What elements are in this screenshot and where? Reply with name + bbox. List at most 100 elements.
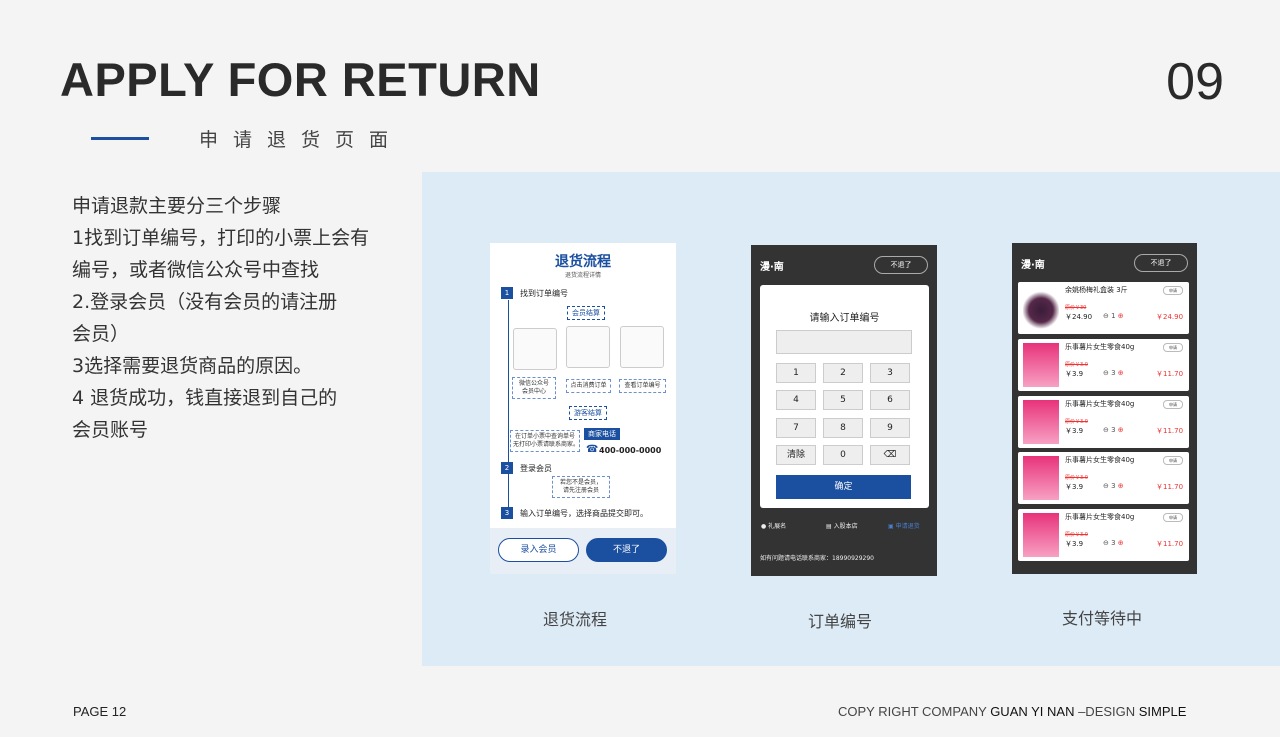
login-member-button[interactable]: 录入会员 — [498, 538, 579, 562]
item-name: 乐事薯片女生零食40g — [1065, 456, 1135, 464]
mini-caption: 微信公众号 会员中心 — [512, 377, 556, 399]
description-line: 1找到订单编号，打印的小票上会有 — [72, 227, 370, 249]
description-line: 4 退货成功，钱直接退到自己的 — [72, 387, 338, 409]
product-image — [1023, 286, 1059, 330]
nav-return[interactable]: ▣ 申请退货 — [888, 521, 920, 530]
list-item: 乐事薯片女生零食40g 原价￥3.0 ￥3.9 ⊖ 3 ⊕ ￥11.70 申请 — [1018, 509, 1189, 561]
key-8[interactable]: 8 — [823, 418, 863, 438]
quantity-stepper[interactable]: ⊖ 3 ⊕ — [1103, 482, 1124, 490]
contact-text: 如有问题请电话联系商家：18990929290 — [760, 555, 874, 562]
footer-copyright: COPY RIGHT COMPANY GUAN YI NAN –DESIGN S… — [838, 704, 1186, 719]
key-2[interactable]: 2 — [823, 363, 863, 383]
key-6[interactable]: 6 — [870, 390, 910, 410]
quantity-stepper[interactable]: ⊖ 3 ⊕ — [1103, 369, 1124, 377]
item-price: ￥3.9 — [1065, 540, 1084, 548]
item-total: ￥11.70 — [1156, 370, 1184, 378]
caption-payment: 支付等待中 — [1062, 609, 1143, 628]
caption-order: 订单编号 — [808, 612, 873, 631]
not-return-button[interactable]: 不退了 — [874, 256, 928, 274]
key-1[interactable]: 1 — [776, 363, 816, 383]
key-7[interactable]: 7 — [776, 418, 816, 438]
flow-title: 退货流程 — [555, 254, 611, 270]
order-prompt: 请输入订单编号 — [809, 313, 880, 324]
item-qty: 3 — [1111, 369, 1116, 377]
item-name: 余姚杨梅礼盒装 3斤 — [1065, 286, 1128, 294]
flow-line — [508, 300, 509, 510]
nav-gift[interactable]: ● 礼展名 — [761, 521, 786, 530]
item-price: ￥3.9 — [1065, 427, 1084, 435]
design-word: SIMPLE — [1138, 704, 1187, 719]
description-line: 会员账号 — [72, 419, 149, 441]
mini-caption: 查看订单编号 — [619, 379, 666, 393]
item-orig-price: 原价￥3.0 — [1065, 419, 1088, 425]
item-name: 乐事薯片女生零食40g — [1065, 400, 1135, 408]
not-return-button[interactable]: 不退了 — [1134, 254, 1188, 272]
quantity-stepper[interactable]: ⊖ 3 ⊕ — [1103, 426, 1124, 434]
key-3[interactable]: 3 — [870, 363, 910, 383]
product-image — [1023, 513, 1059, 557]
quantity-stepper[interactable]: ⊖ 3 ⊕ — [1103, 539, 1124, 547]
key-5[interactable]: 5 — [823, 390, 863, 410]
item-total: ￥11.70 — [1156, 540, 1184, 548]
item-qty: 3 — [1111, 426, 1116, 434]
list-item: 乐事薯片女生零食40g 原价￥3.0 ￥3.9 ⊖ 3 ⊕ ￥11.70 申请 — [1018, 452, 1189, 504]
item-price: ￥3.9 — [1065, 370, 1084, 378]
item-qty: 3 — [1111, 482, 1116, 490]
apply-button[interactable]: 申请 — [1163, 400, 1183, 409]
item-qty: 1 — [1111, 312, 1116, 320]
nav-join[interactable]: ▤ 入股本店 — [826, 521, 858, 530]
list-item: 余姚杨梅礼盒装 3斤 原价￥30 ￥24.90 ⊖ 1 ⊕ ￥24.90 申请 — [1018, 282, 1189, 334]
key-clear[interactable]: 清除 — [776, 445, 816, 465]
caption-flow: 退货流程 — [543, 610, 608, 629]
apply-button[interactable]: 申请 — [1163, 456, 1183, 465]
item-total: ￥11.70 — [1156, 427, 1184, 435]
cancel-return-button[interactable]: 不退了 — [586, 538, 667, 562]
brand-logo: 漫·南 — [1021, 260, 1045, 271]
guest-note: 在订单小票中查询单号 无打印小票请联系商家。 — [510, 430, 580, 452]
nav-label: 入股本店 — [833, 523, 858, 530]
description-line: 编号，或者微信公众号中查找 — [72, 259, 320, 281]
confirm-button[interactable]: 确定 — [776, 475, 911, 499]
step2-label: 登录会员 — [520, 464, 552, 473]
member-checkout-tag: 会员结算 — [567, 306, 605, 320]
merchant-phone-label: 商家电话 — [584, 428, 620, 440]
item-total: ￥24.90 — [1156, 313, 1184, 321]
order-number-input[interactable] — [776, 330, 912, 354]
apply-button[interactable]: 申请 — [1163, 513, 1183, 522]
chart-icon: ▤ — [826, 523, 832, 530]
key-4[interactable]: 4 — [776, 390, 816, 410]
quantity-stepper[interactable]: ⊖ 1 ⊕ — [1103, 312, 1124, 320]
register-note: 若您不是会员， 请先注册会员 — [552, 476, 610, 498]
step-number: 2 — [501, 462, 513, 474]
description-line: 2.登录会员（没有会员的请注册 — [72, 291, 338, 313]
apply-button[interactable]: 申请 — [1163, 343, 1183, 352]
list-item: 乐事薯片女生零食40g 原价￥3.0 ￥3.9 ⊖ 3 ⊕ ￥11.70 申请 — [1018, 396, 1189, 448]
apply-button[interactable]: 申请 — [1163, 286, 1183, 295]
key-0[interactable]: 0 — [823, 445, 863, 465]
page-subtitle: 申请退货页面 — [199, 129, 404, 151]
copy-mid: –DESIGN — [1074, 704, 1139, 719]
mini-caption: 点击消费订单 — [566, 379, 611, 393]
gift-box-icon: ▣ — [888, 523, 894, 530]
copy-prefix: COPY RIGHT COMPANY — [838, 704, 991, 719]
key-9[interactable]: 9 — [870, 418, 910, 438]
backspace-key[interactable]: ⌫ — [870, 445, 910, 465]
item-orig-price: 原价￥3.0 — [1065, 532, 1088, 538]
section-number: 09 — [1166, 53, 1224, 111]
description-line: 申请退款主要分三个步骤 — [72, 195, 282, 217]
company-name: GUAN YI NAN — [990, 704, 1075, 719]
nav-label: 申请退货 — [895, 523, 920, 530]
mini-screen — [566, 326, 610, 368]
description-line: 会员） — [72, 323, 130, 345]
mini-screen — [513, 328, 557, 370]
item-price: ￥24.90 — [1065, 313, 1093, 321]
accent-bar — [91, 137, 149, 140]
page-title: APPLY FOR RETURN — [60, 53, 541, 106]
item-total: ￥11.70 — [1156, 483, 1184, 491]
merchant-phone: 400-000-0000 — [599, 446, 662, 455]
item-name: 乐事薯片女生零食40g — [1065, 513, 1135, 521]
item-orig-price: 原价￥3.0 — [1065, 475, 1088, 481]
step-number: 3 — [501, 507, 513, 519]
flow-subtitle: 退货流程详情 — [564, 272, 601, 279]
step1-label: 找到订单编号 — [520, 289, 568, 298]
